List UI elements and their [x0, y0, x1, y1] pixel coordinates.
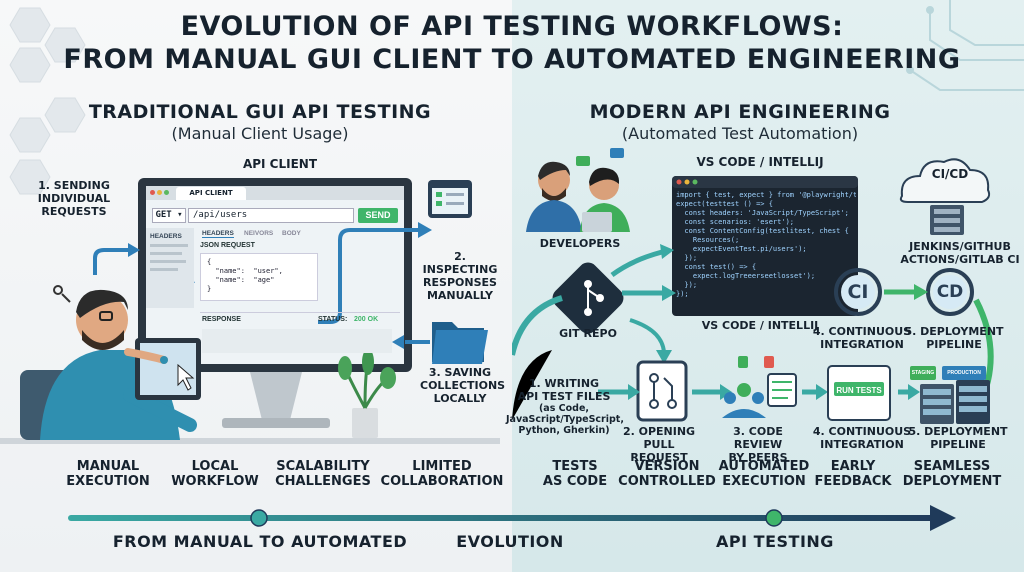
json-line: { [207, 258, 212, 266]
window-titlebar: API CLIENT [146, 186, 404, 200]
method-value: GET [155, 210, 172, 220]
timeline-label-right: API TESTING [716, 532, 834, 551]
timeline-node-2 [765, 509, 783, 527]
evolution-timeline [68, 505, 956, 531]
tab-neivors[interactable]: NEIVORS [244, 230, 274, 237]
response-panel: RESPONSE STATUS: 200 OK [200, 312, 400, 358]
pull-request-icon [636, 360, 688, 422]
close-dot-icon[interactable] [150, 190, 155, 195]
code-line: }); [676, 281, 698, 289]
timeline-arrowhead [930, 505, 956, 531]
plant-pot [352, 408, 378, 438]
api-client-window: API CLIENT GET ▾ /api/users SEND HEADERS… [146, 186, 404, 364]
code-line: expect.logTreeerseetlosset'); [676, 272, 816, 280]
timeline-label-center: EVOLUTION [456, 532, 564, 551]
maximize-dot-icon[interactable] [164, 190, 169, 195]
code-line: expectEventTest.pi/users'); [676, 245, 807, 253]
method-select[interactable]: GET ▾ [152, 208, 186, 223]
main-title-line-1: EVOLUTION OF API TESTING WORKFLOWS: [180, 11, 844, 42]
code-line: const ContentConfig(testlitest, chest { [676, 227, 849, 235]
send-button[interactable]: SEND [358, 208, 398, 223]
staging-tag [910, 366, 936, 380]
main-title-line-2: FROM MANUAL GUI CLIENT TO AUTOMATED ENGI… [63, 44, 961, 75]
response-label: RESPONSE [202, 316, 241, 323]
monitor-stand [250, 372, 302, 420]
left-heading: TRADITIONAL GUI API TESTING [88, 101, 432, 123]
code-line: }); [676, 254, 698, 262]
status-value: 200 OK [354, 316, 379, 323]
cicd-label: CI/CD [931, 167, 969, 181]
timeline-label-left: FROM MANUAL TO AUTOMATED [112, 532, 408, 551]
ci-text: CI [847, 281, 869, 303]
right-subheading: (Automated Test Automation) [621, 124, 859, 143]
flow-step-writing-detail: (as Code,JavaScript/TypeScript,Python, G… [506, 403, 624, 436]
cicd-cloud [899, 158, 991, 203]
git-repo-label: GIT REPO [559, 327, 617, 340]
url-input[interactable]: /api/users [188, 208, 354, 223]
code-line: }); [676, 290, 689, 298]
timeline-node-1 [250, 509, 268, 527]
right-illustration [512, 148, 994, 424]
production-text: PRODUCTION [947, 370, 981, 376]
code-line: expect(testtest () => { [676, 200, 773, 208]
api-client-label: API CLIENT [242, 157, 318, 171]
code-line: Resources(; [676, 236, 740, 244]
window-tab[interactable]: API CLIENT [176, 187, 246, 200]
minimize-dot-icon[interactable] [157, 190, 162, 195]
production-tag [942, 366, 986, 380]
staging-text: STAGING [911, 370, 935, 376]
status-label: STATUS: [318, 316, 348, 323]
run-tests-button[interactable]: RUN TESTS [836, 386, 882, 395]
json-line: } [207, 285, 212, 293]
developers-label: DEVELOPERS [539, 237, 621, 250]
client-sidebar: HEADERS [146, 228, 194, 308]
ide-label-bottom: VS CODE / INTELLIJ [701, 319, 819, 332]
ide-code-area[interactable]: import { test, expect } from '@playwrigh… [676, 191, 856, 309]
code-line: import { test, expect } from '@playwrigh… [676, 191, 856, 199]
json-line: "name": "age" [207, 276, 275, 284]
tab-headers[interactable]: HEADERS [202, 230, 234, 238]
ci-icon [834, 268, 882, 316]
left-subheading: (Manual Client Usage) [171, 124, 349, 143]
code-line: const headers: 'JavaScript/TypeScript'; [676, 209, 849, 217]
cd-text: CD [936, 282, 964, 302]
json-editor[interactable]: { "name": "user", "name": "age" } [200, 253, 318, 301]
code-line: const scenarios: 'esert'); [676, 218, 795, 226]
json-request-label: JSON REQUEST [200, 242, 255, 249]
json-line: "name": "user", [207, 267, 283, 275]
peers-icon [722, 409, 766, 418]
right-heading: MODERN API ENGINEERING [589, 101, 891, 123]
request-tabs: HEADERS NEIVORS BODY [200, 228, 400, 240]
code-line: const test() => { [676, 263, 757, 271]
sidebar-header[interactable]: HEADERS [150, 233, 182, 240]
ide-window [672, 176, 858, 316]
tab-body[interactable]: BODY [282, 230, 301, 237]
ide-label-top: VS CODE / INTELLIJ [696, 155, 824, 169]
